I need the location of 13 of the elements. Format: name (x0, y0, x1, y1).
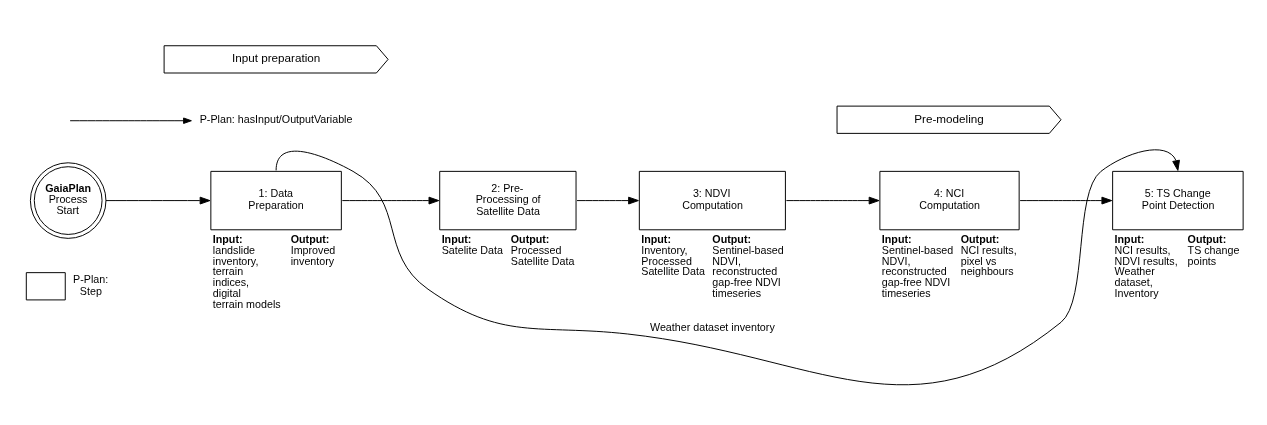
node-label: Input: Inventory, Processed Satellite Data (641, 233, 705, 278)
node-label: Input: Satelite Data (441, 233, 503, 256)
legend-label: P-Plan: Step (73, 273, 109, 297)
legend-label: P-Plan: hasInput/OutputVariable (199, 113, 353, 126)
node-label: Input: landslide inventory, terrain indices, digital terrain models (212, 233, 281, 310)
node-label: Output: NCI results, pixel vs neighbours (960, 233, 1017, 278)
node-label: Output: TS change points (1187, 233, 1240, 267)
node-label: Output: Sentinel-based NDVI, reconstructed gap-free NDVI timeseries (712, 233, 784, 299)
edge-label: Weather dataset inventory (650, 320, 775, 333)
node-label: Output: Processed Satellite Data (510, 233, 575, 267)
node-label: Input: NCI results, NDVI results, Weather dataset, Inventory (1114, 233, 1178, 299)
node-label: Input: Sentinel-based NDVI, reconstructed gap-free NDVI timeseries (881, 233, 954, 299)
node-label: Output: Improved inventory (290, 233, 336, 267)
